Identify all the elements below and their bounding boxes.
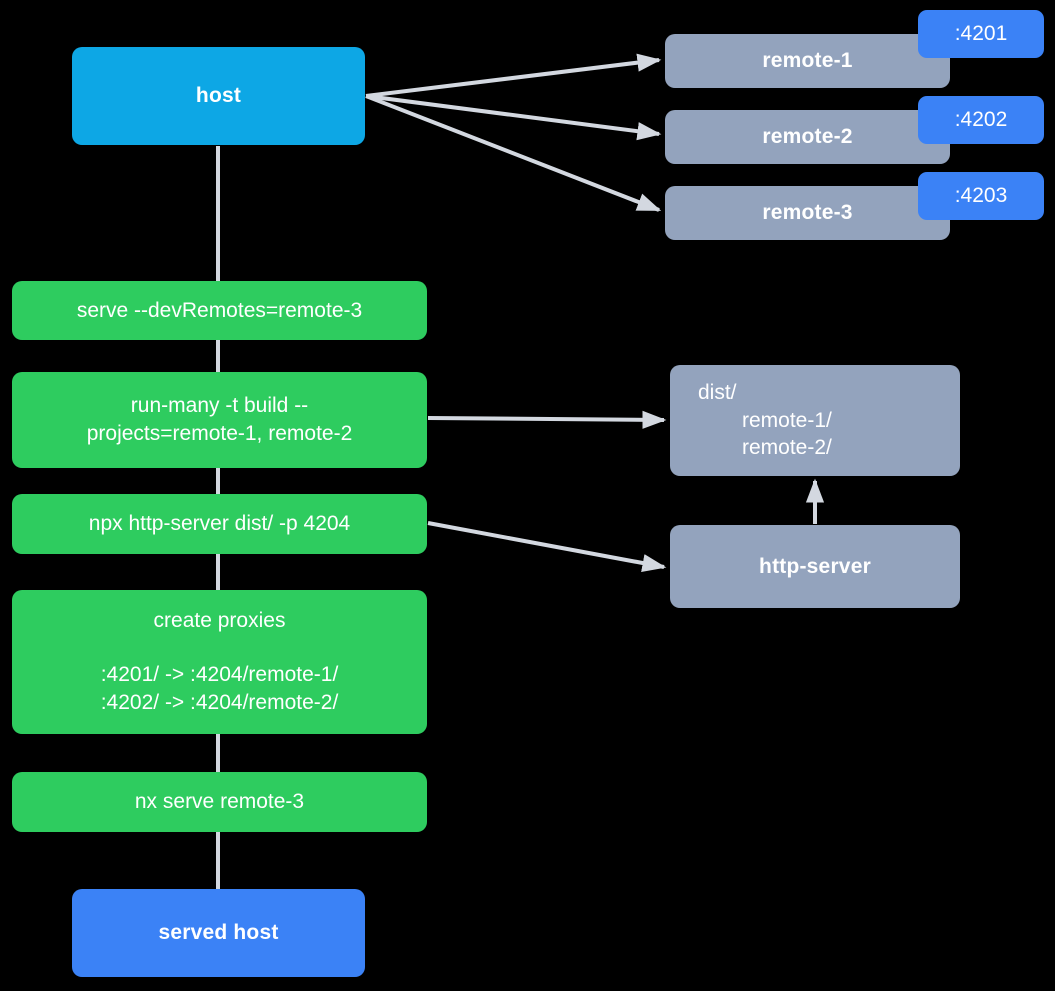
edge-run-many-to-dist [427,410,667,429]
node-remote-3[interactable]: remote-3 [665,186,950,240]
edge-host-to-remote-2 [365,94,662,141]
port-badge-4202[interactable]: :4202 [918,96,1044,144]
node-remote-1-label: remote-1 [762,49,853,73]
port-badge-4201[interactable]: :4201 [918,10,1044,58]
command-text-block: serve --devRemotes=remote-3 [12,297,427,325]
node-host[interactable]: host [72,47,365,145]
port-badge-4201-label: :4201 [954,22,1008,45]
node-served-host[interactable]: served host [72,889,365,977]
node-remote-2-label: remote-2 [762,125,853,149]
port-badge-4203[interactable]: :4203 [918,172,1044,220]
node-served-host-label: served host [158,921,279,945]
node-command-create-proxies[interactable]: create proxies :4201/ -> :4204/remote-1/… [12,590,427,734]
dist-child-label: remote-2/ [742,436,832,460]
command-line: serve --devRemotes=remote-3 [76,298,363,322]
node-remote-2[interactable]: remote-2 [665,110,950,164]
proxy-mapping-line: :4202/ -> :4204/remote-2/ [100,690,339,714]
node-command-serve-devremotes[interactable]: serve --devRemotes=remote-3 [12,281,427,340]
proxy-mapping-line: :4201/ -> :4204/remote-1/ [100,663,339,687]
node-remote-1[interactable]: remote-1 [665,34,950,88]
node-command-npx-http-server[interactable]: npx http-server dist/ -p 4204 [12,494,427,554]
command-line: projects=remote-1, remote-2 [86,422,353,445]
command-line: run-many -t build -- [130,394,309,418]
node-host-label: host [195,84,242,108]
node-dist-folder[interactable]: dist/ remote-1/ remote-2/ [670,365,960,476]
node-command-nx-serve-remote-3[interactable]: nx serve remote-3 [12,772,427,832]
command-text-block: run-many -t build -- projects=remote-1, … [12,392,427,447]
edge-host-to-remote-1 [365,53,662,98]
port-badge-4203-label: :4203 [954,184,1008,207]
edge-host-to-remote-3 [365,94,662,212]
port-badge-4202-label: :4202 [954,108,1008,131]
command-line: nx serve remote-3 [134,790,305,814]
command-title: create proxies [153,609,286,633]
command-text-block: create proxies :4201/ -> :4204/remote-1/… [12,607,427,716]
node-http-server[interactable]: http-server [670,525,960,608]
command-text-block: npx http-server dist/ -p 4204 [12,510,427,538]
node-command-run-many[interactable]: run-many -t build -- projects=remote-1, … [12,372,427,468]
command-text-block: nx serve remote-3 [12,788,427,816]
command-line: npx http-server dist/ -p 4204 [88,512,351,536]
node-remote-3-label: remote-3 [762,201,853,225]
edge-npx-to-http-server [427,521,667,573]
dist-child-label: remote-1/ [742,408,832,432]
dist-root-label: dist/ [698,380,737,404]
node-http-server-label: http-server [759,554,871,578]
